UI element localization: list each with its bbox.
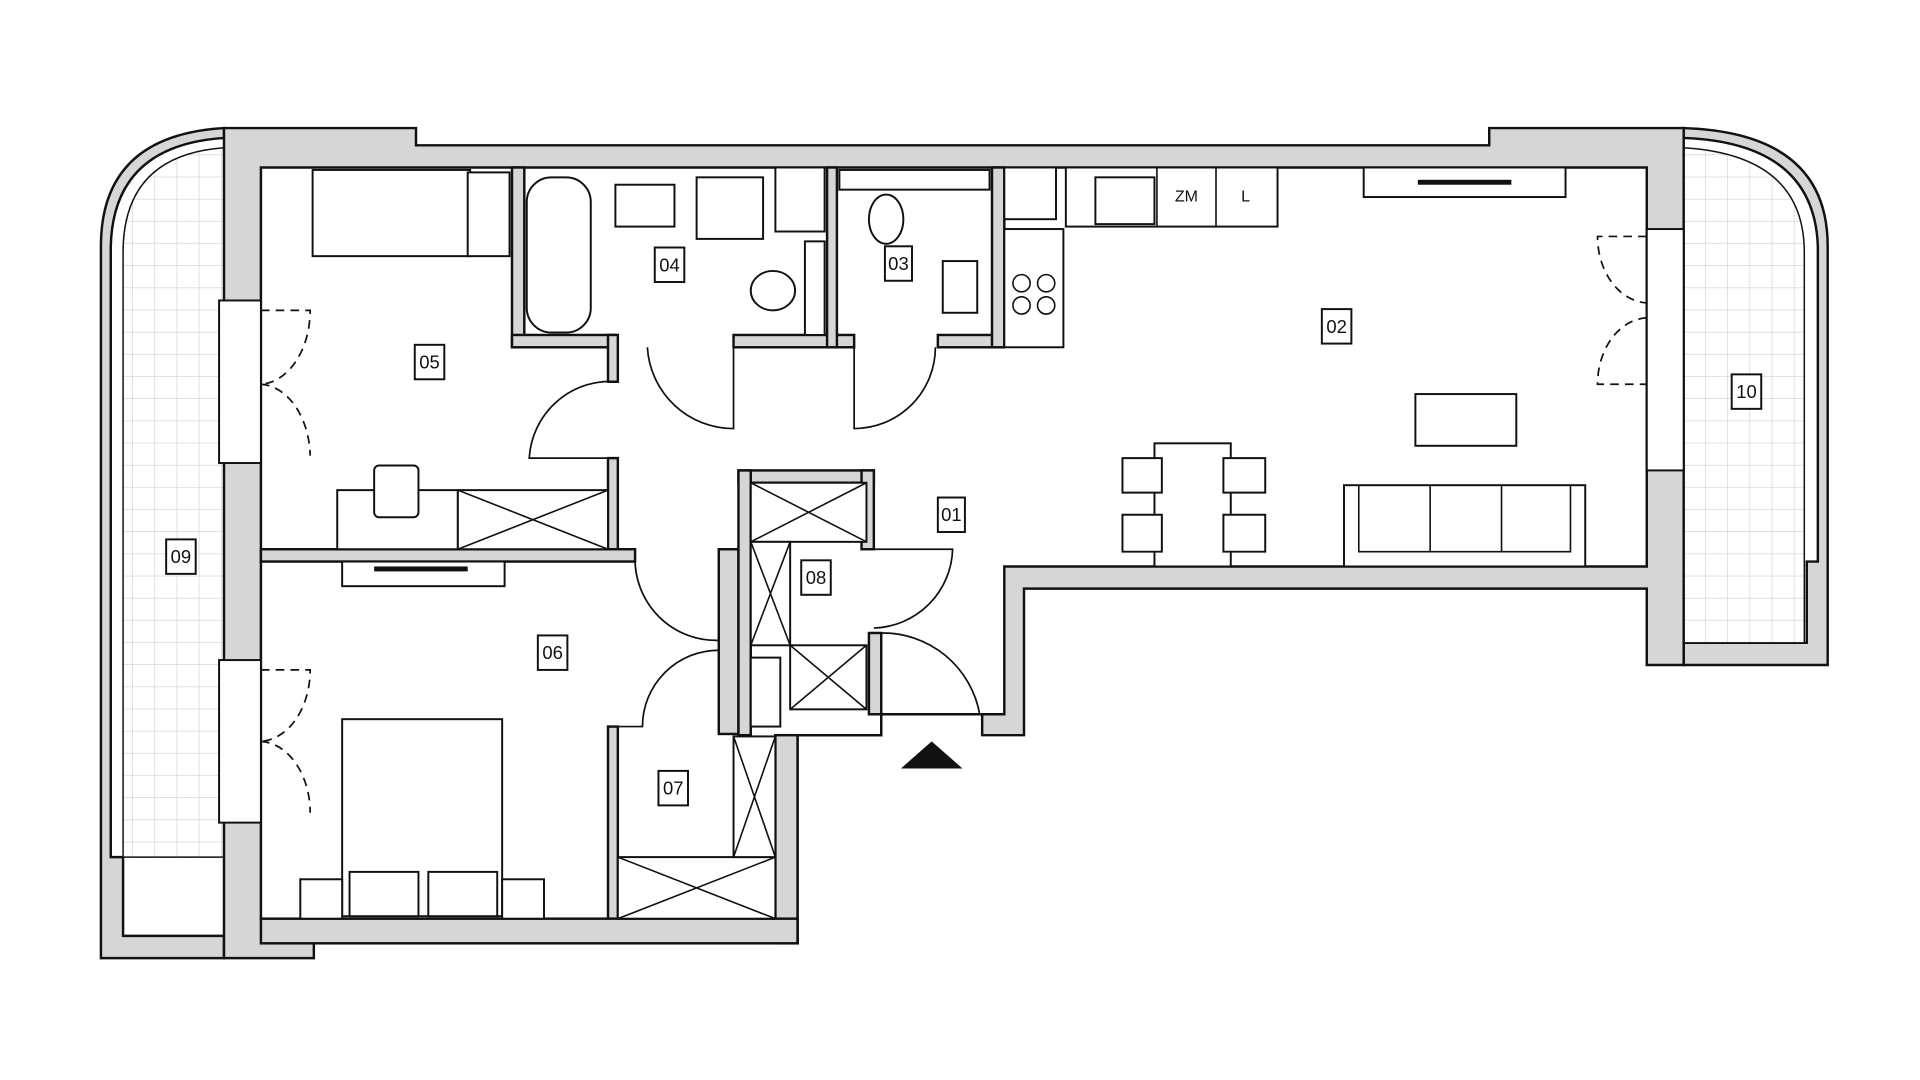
room-label-02: 02 [1320,308,1353,345]
svg-text:09: 09 [171,546,192,567]
room-label-10: 10 [1730,373,1763,410]
svg-text:05: 05 [419,352,440,373]
stove [1003,228,1065,349]
svg-text:02: 02 [1326,316,1347,337]
room-label-05: 05 [413,343,446,381]
room-label-09: 09 [165,538,197,575]
bath-sink [614,183,676,228]
room-label-04: 04 [653,246,686,283]
fridge-label: L [1241,189,1250,206]
interior-walls [259,166,1006,945]
single-bed [311,168,472,258]
svg-text:04: 04 [659,254,680,275]
sofa [1343,484,1587,568]
freezer-label: ZM [1175,189,1198,206]
entrance-arrow-icon [900,741,963,769]
room-label-08: 08 [800,559,832,596]
furniture: ZM L [299,166,1587,920]
office-chair [373,464,420,519]
svg-text:06: 06 [542,642,563,663]
tv-stand [341,560,506,588]
toilet-04 [749,269,797,312]
svg-text:07: 07 [663,778,684,799]
room-labels: 01 02 03 04 05 06 07 08 09 10 [165,245,1763,807]
svg-text:03: 03 [888,253,909,274]
room-label-06: 06 [536,634,569,671]
room-label-01: 01 [936,496,966,533]
doors [260,235,1647,813]
dining-table [1153,442,1232,568]
washing-machine [695,176,765,240]
coffee-table [1414,393,1518,447]
svg-text:08: 08 [806,567,827,588]
windows [218,228,1685,824]
toilet-03 [867,193,905,245]
room-label-07: 07 [657,769,689,807]
room-label-03: 03 [883,245,913,282]
svg-text:01: 01 [941,504,962,525]
balcony-09 [99,126,226,960]
wc-sink [941,260,979,314]
svg-text:10: 10 [1736,381,1757,402]
bathtub [525,176,592,334]
